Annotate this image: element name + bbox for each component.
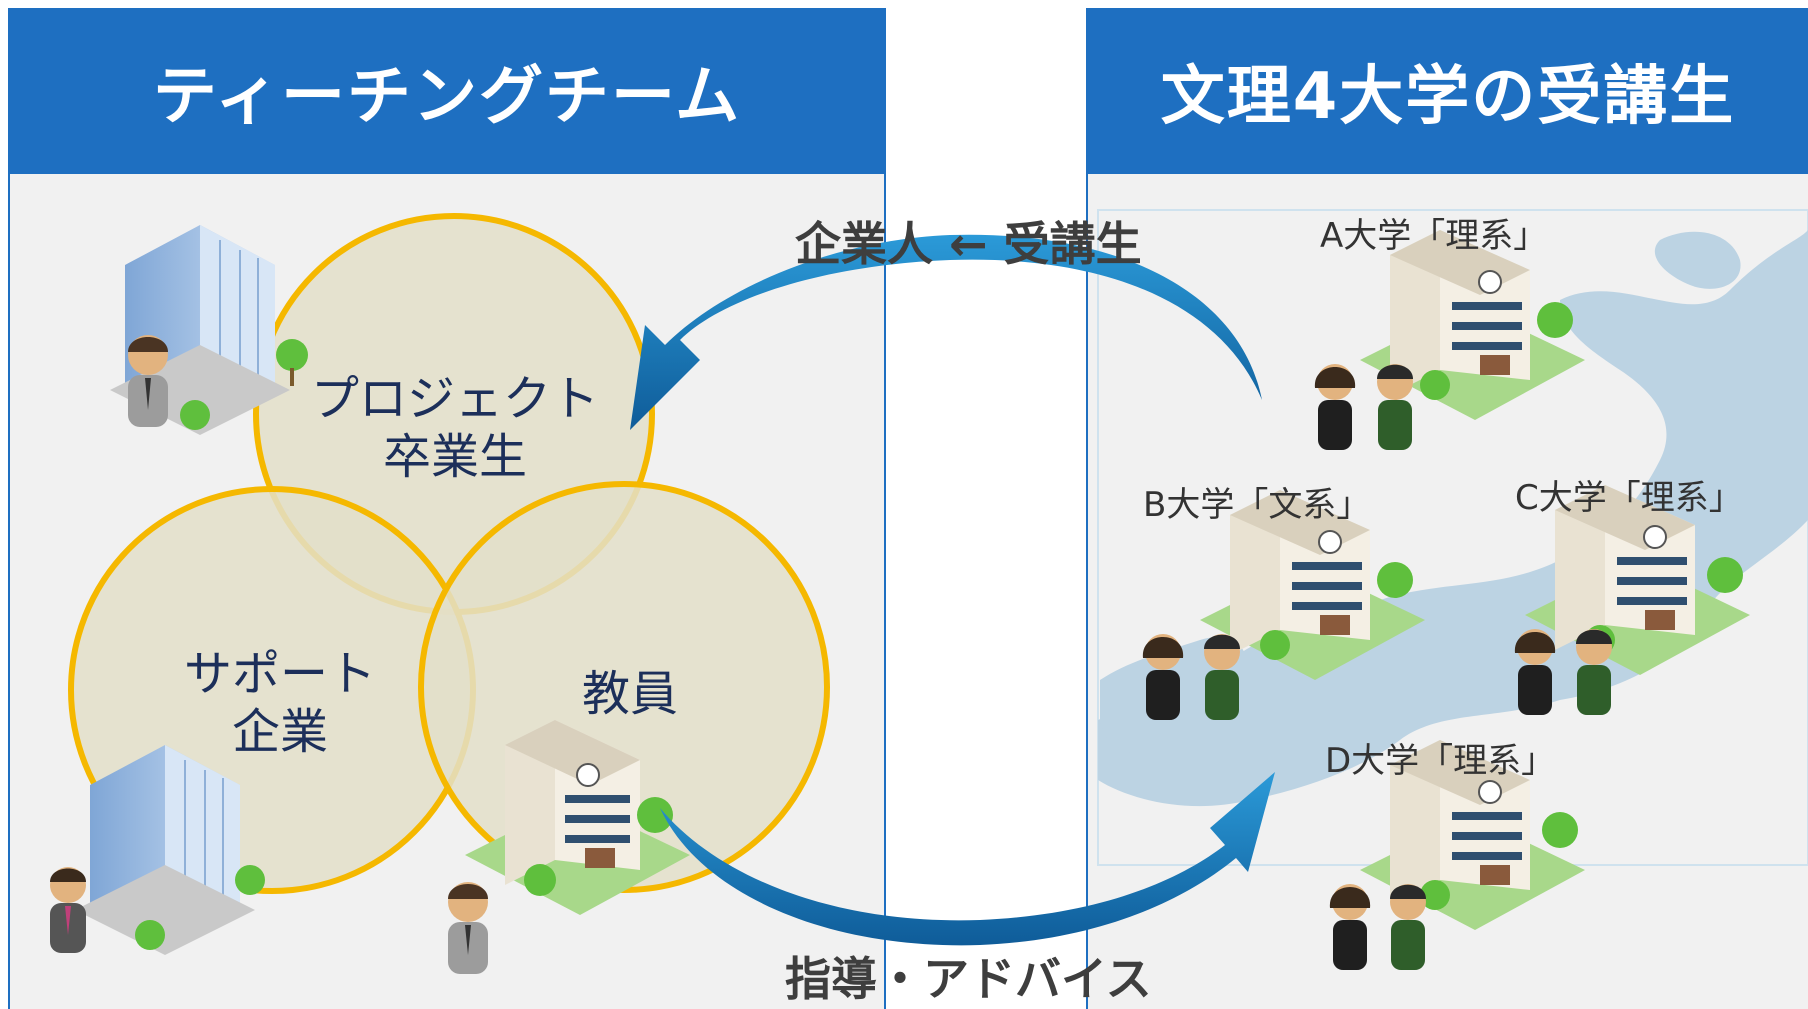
businessperson-icon [448,882,488,974]
businessperson-icon [50,867,86,953]
teaching-team-title: ティーチングチーム [10,8,884,174]
student-icon [1314,364,1356,450]
university-c-illustration [1514,485,1750,715]
faculty-label: 教員 [581,666,678,722]
businessperson-icon [128,335,168,427]
feedback-arrow-icon [630,234,1262,430]
feedback-flow-label: 企業人 ← 受講生 [795,217,1142,271]
office-building-icon [75,745,265,955]
venn-diagram [68,213,830,894]
support-label-line1: サポート [183,646,376,702]
guidance-arrow-icon [660,772,1275,946]
school-building-icon [1200,490,1425,680]
university-b-label: B大学「文系」 [1143,485,1371,525]
school-building-icon [1360,740,1585,930]
support-label-line2: 企業 [231,704,328,760]
university-a-illustration [1314,230,1585,450]
school-building-icon [465,720,690,915]
office-building-icon [110,225,308,435]
student-icon [1377,364,1413,450]
university-c-label: C大学「理系」 [1515,478,1743,518]
students-title: 文理4大学の受講生 [1088,8,1808,174]
school-building-icon [1360,230,1585,420]
student-icon [1514,629,1556,715]
school-building-icon [1525,485,1750,675]
guidance-flow-label: 指導・アドバイス [785,952,1152,1006]
university-d-label: D大学「理系」 [1325,741,1556,781]
university-b-illustration [1142,490,1425,720]
project-label-line2: 卒業生 [382,429,527,485]
student-icon [1576,629,1612,715]
support-companies-label: サポート 企業 [130,645,430,761]
student-icon [1204,634,1240,720]
student-icon [1142,634,1184,720]
student-icon [1329,884,1371,970]
university-d-illustration [1329,740,1585,970]
university-a-label: A大学「理系」 [1320,216,1548,256]
project-label-line1: プロジェクト [310,371,599,427]
project-graduates-label: プロジェクト 卒業生 [290,370,620,486]
student-icon [1390,884,1426,970]
